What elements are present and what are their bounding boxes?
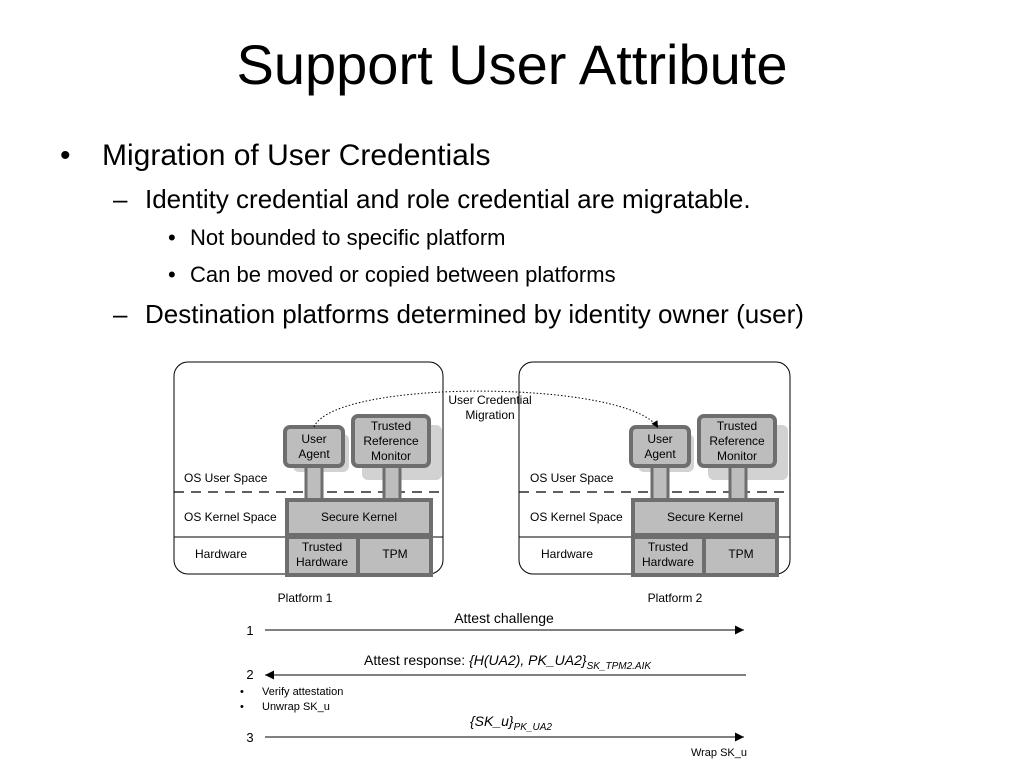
- step-2-label-subscript: SK_TPM2.AIK: [587, 661, 653, 672]
- os-user-space-label: OS User Space: [530, 471, 614, 485]
- trusted-hardware-box: [631, 535, 706, 577]
- bullet-text: Can be moved or copied between platforms: [190, 262, 616, 287]
- tpm-label: TPM: [728, 547, 753, 561]
- user-agent-label-2: Agent: [298, 447, 330, 461]
- trusted-hardware-label-2: Hardware: [642, 555, 694, 569]
- secure-kernel-label: Secure Kernel: [667, 510, 743, 524]
- trm-box: [697, 414, 777, 468]
- step-3-label-subscript: PK_UA2: [514, 722, 553, 733]
- user-agent-label-1: User: [647, 432, 672, 446]
- slide-title: Support User Attribute: [236, 33, 788, 96]
- bullet-text: Migration of User Credentials: [102, 139, 491, 172]
- trm-label-2: Reference: [709, 434, 765, 448]
- step-3-number: 3: [246, 730, 253, 745]
- secure-kernel-label: Secure Kernel: [321, 510, 397, 524]
- hardware-label: Hardware: [541, 547, 593, 561]
- trm-label-1: Trusted: [717, 419, 757, 433]
- migration-label-1: User Credential: [448, 393, 531, 407]
- user-agent-connector: [650, 464, 670, 502]
- migration-arrow: [313, 390, 659, 429]
- platform-1: OS User Space OS Kernel Space Hardware U…: [173, 361, 444, 605]
- platform-caption: Platform 1: [278, 591, 333, 605]
- os-user-space-label: OS User Space: [184, 471, 268, 485]
- tpm-label: TPM: [382, 547, 407, 561]
- step-3-label-message: {SK_u}: [470, 713, 514, 729]
- dash-marker: –: [113, 299, 128, 329]
- bullet-text: Not bounded to specific platform: [190, 225, 506, 250]
- step-1-label: Attest challenge: [454, 610, 554, 626]
- bullet-text: Destination platforms determined by iden…: [145, 299, 804, 329]
- tpm-box: [356, 535, 433, 577]
- trusted-hardware-label-1: Trusted: [302, 540, 342, 554]
- platform-2: OS User Space OS Kernel Space Hardware U…: [518, 361, 791, 605]
- hardware-label: Hardware: [195, 547, 247, 561]
- os-kernel-space-label: OS Kernel Space: [184, 510, 277, 524]
- platform-caption: Platform 2: [648, 591, 703, 605]
- step-2-label: Attest response: {H(UA2), PK_UA2}SK_TPM2…: [364, 652, 652, 672]
- trm-label-1: Trusted: [371, 419, 411, 433]
- step-2-note-1: Verify attestation: [262, 686, 343, 698]
- step-2-note-bullet: •: [240, 701, 244, 713]
- step-3-label: {SK_u}PK_UA2: [470, 713, 552, 733]
- os-kernel-space-label: OS Kernel Space: [530, 510, 623, 524]
- trm-connector: [382, 464, 402, 502]
- step-2-label-prefix: Attest response:: [364, 652, 469, 668]
- bullet-marker: •: [168, 262, 176, 287]
- step-2-label-message: {H(UA2), PK_UA2}: [469, 652, 587, 668]
- tpm-box: [702, 535, 779, 577]
- bullet-text: Identity credential and role credential …: [145, 184, 751, 214]
- step-1-number: 1: [246, 623, 253, 638]
- step-2-note-bullet: •: [240, 686, 244, 698]
- bullet-marker: •: [60, 139, 71, 172]
- bullet-marker: •: [168, 225, 176, 250]
- secure-kernel-box: [285, 498, 433, 537]
- step-2-number: 2: [246, 667, 253, 682]
- dash-marker: –: [113, 184, 128, 214]
- trm-label-3: Monitor: [717, 449, 757, 463]
- user-agent-label-1: User: [301, 432, 326, 446]
- trm-connector: [728, 464, 748, 502]
- trm-label-2: Reference: [363, 434, 419, 448]
- trusted-hardware-label-1: Trusted: [648, 540, 688, 554]
- trusted-hardware-label-2: Hardware: [296, 555, 348, 569]
- user-agent-connector: [304, 464, 324, 502]
- step-2-note-2: Unwrap SK_u: [262, 701, 330, 713]
- step-3-note: Wrap SK_u: [691, 747, 747, 759]
- user-agent-box: [629, 425, 691, 468]
- trm-label-3: Monitor: [371, 449, 411, 463]
- user-agent-label-2: Agent: [644, 447, 676, 461]
- migration-label-2: Migration: [465, 408, 514, 422]
- trm-box: [351, 414, 431, 468]
- secure-kernel-box: [631, 498, 779, 537]
